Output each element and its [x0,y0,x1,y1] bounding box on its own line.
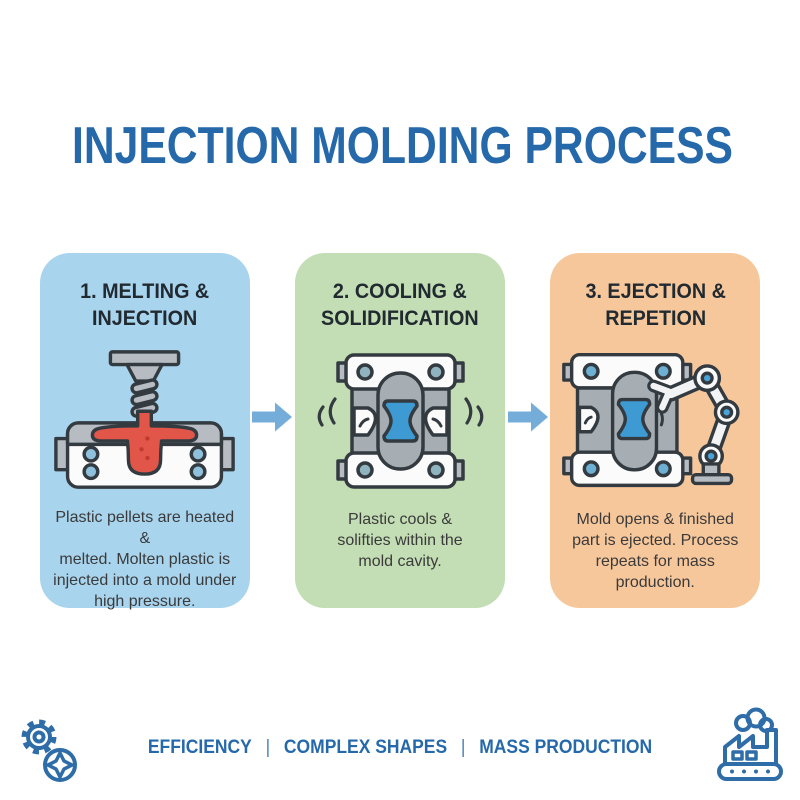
step-card-melting-injection: 1. MELTING & INJECTION [40,253,250,610]
footer-tagline: EFFICIENCY | COMPLEX SHAPES | MASS PRODU… [32,737,768,759]
footer-separator: | [460,737,466,758]
step-1-title: 1. MELTING & INJECTION [80,280,210,330]
step-2-title: 2. COOLING & SOLIDIFICATION [321,280,479,330]
page-title: INJECTION MOLDING PROCESS [72,117,733,175]
right-arrow-icon [507,402,548,432]
factory-icon [708,706,794,799]
step-3-title: 3. EJECTION & REPETION [585,280,726,330]
step-1-description: Plastic pellets are heated & melted. Mol… [53,508,237,611]
arrow-zone-1 [250,253,296,608]
footer-item-efficiency: EFFICIENCY [147,737,252,758]
footer-item-complex-shapes: COMPLEX SHAPES [283,737,448,758]
footer-item-mass-production: MASS PRODUCTION [479,737,653,758]
step-card-cooling-solidification: 2. COOLING & SOLIDIFICATION [295,253,505,608]
process-steps-row: 1. MELTING & INJECTION [40,253,761,610]
robot-arm-ejection-icon [558,347,753,497]
injection-machine-icon [52,347,237,495]
footer-separator: | [265,737,271,758]
gear-icon [12,712,88,797]
cooling-mold-icon [308,347,493,497]
right-arrow-icon [252,402,293,432]
step-card-ejection-repetition: 3. EJECTION & REPETION [550,253,761,608]
arrow-zone-2 [505,253,551,608]
step-2-description: Plastic cools & solifties within the mol… [337,510,463,570]
step-3-description: Mold opens & finished part is ejected. P… [572,510,739,592]
